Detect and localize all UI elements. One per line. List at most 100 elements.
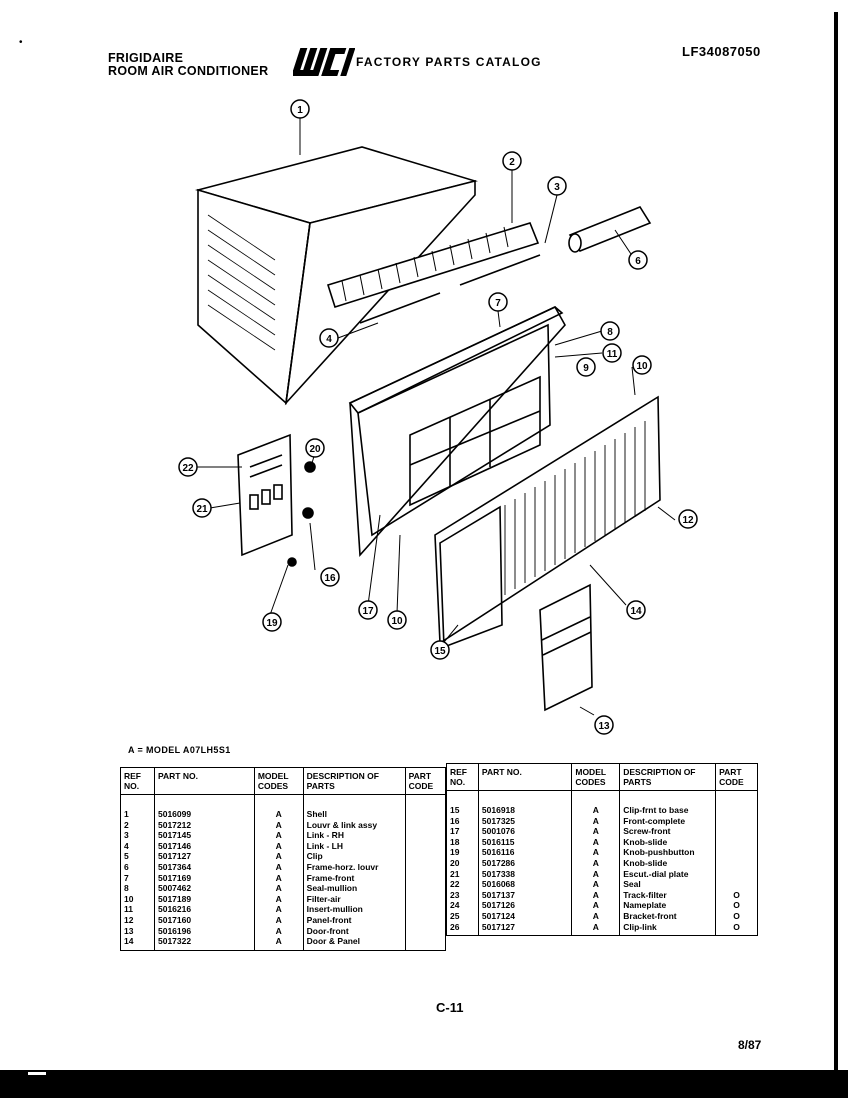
model-code-cell: A bbox=[253, 872, 304, 884]
louver-assembly bbox=[326, 222, 540, 309]
callout-19: 19 bbox=[262, 612, 282, 632]
part-no-cell: 5017146 bbox=[153, 840, 255, 852]
part-code-cell bbox=[404, 809, 447, 820]
ref-no-cell: 13 bbox=[120, 925, 155, 937]
callout-17: 17 bbox=[358, 600, 378, 620]
catalog-title: FACTORY PARTS CATALOG bbox=[356, 55, 542, 69]
callout-13: 13 bbox=[594, 715, 614, 735]
callout-6: 6 bbox=[628, 250, 648, 270]
part-code-cell bbox=[404, 851, 447, 862]
part-code-cell: O bbox=[715, 910, 758, 922]
col-model-codes: MODEL CODES bbox=[253, 767, 304, 795]
svg-text:13: 13 bbox=[598, 721, 610, 732]
col-part-code: PART CODE bbox=[715, 763, 758, 791]
description-cell: Clip bbox=[302, 851, 406, 862]
svg-text:10: 10 bbox=[636, 361, 648, 372]
scan-dot: • bbox=[19, 37, 23, 48]
part-code-cell bbox=[715, 879, 758, 890]
callout-2: 2 bbox=[502, 151, 522, 171]
ref-no-cell: 8 bbox=[120, 883, 155, 894]
ref-no-cell: 24 bbox=[446, 900, 479, 911]
ref-no-cell: 21 bbox=[446, 868, 479, 880]
ref-no-cell: 22 bbox=[446, 879, 479, 890]
part-no-cell: 5001076 bbox=[477, 826, 573, 837]
part-no-cell: 5017322 bbox=[153, 936, 255, 951]
part-code-cell bbox=[404, 830, 447, 841]
callout-22: 22 bbox=[178, 457, 198, 477]
part-no-cell: 5016196 bbox=[153, 925, 255, 937]
callout-labels: 1 2 3 4 6 7 8 11 9 10 12 14 13 15 17 10 … bbox=[178, 99, 698, 735]
part-code-cell bbox=[715, 815, 758, 827]
callout-3: 3 bbox=[547, 176, 567, 196]
part-code-cell: O bbox=[715, 889, 758, 901]
ref-no-cell: 15 bbox=[446, 805, 479, 816]
callout-12: 12 bbox=[678, 509, 698, 529]
part-no-cell: 5017126 bbox=[477, 900, 573, 911]
col-part-no: PART NO. bbox=[153, 767, 255, 795]
model-code-cell: A bbox=[571, 921, 621, 937]
svg-text:21: 21 bbox=[196, 504, 208, 515]
part-code-cell bbox=[715, 847, 758, 858]
ref-no-cell: 14 bbox=[120, 936, 155, 951]
scan-bottom-edge bbox=[0, 1070, 848, 1098]
catalog-number: LF34087050 bbox=[682, 44, 761, 59]
description-cell: Shell bbox=[302, 809, 406, 820]
part-code-cell bbox=[715, 868, 758, 880]
svg-text:11: 11 bbox=[607, 349, 618, 360]
model-code-cell: A bbox=[253, 925, 304, 937]
description-cell: Louvr & link assy bbox=[302, 819, 406, 831]
part-no-cell: 5017160 bbox=[153, 914, 255, 926]
part-no-cell: 5017189 bbox=[153, 893, 255, 905]
ref-no-cell: 25 bbox=[446, 910, 479, 922]
part-no-cell: 5016099 bbox=[153, 809, 255, 820]
part-no-cell: 5017325 bbox=[477, 815, 573, 827]
ref-no-cell: 7 bbox=[120, 872, 155, 884]
part-code-cell bbox=[715, 805, 758, 816]
description-cell: Door-front bbox=[302, 925, 406, 937]
ref-no-cell: 6 bbox=[120, 861, 155, 873]
model-code-cell: A bbox=[571, 826, 621, 837]
ref-no-cell: 18 bbox=[446, 836, 479, 848]
part-code-cell bbox=[715, 836, 758, 848]
part-no-cell: 5017286 bbox=[477, 857, 573, 869]
svg-text:22: 22 bbox=[182, 463, 194, 474]
callout-1: 1 bbox=[290, 99, 310, 119]
page-number: C-11 bbox=[436, 1000, 464, 1015]
part-no-cell: 5016068 bbox=[477, 879, 573, 890]
part-no-cell: 5016216 bbox=[153, 904, 255, 915]
ref-no-cell: 1 bbox=[120, 809, 155, 820]
description-cell: Clip-frnt to base bbox=[619, 805, 717, 816]
model-code-cell: A bbox=[571, 836, 621, 848]
model-code-cell: A bbox=[571, 910, 621, 922]
svg-text:19: 19 bbox=[266, 618, 278, 629]
model-code-cell: A bbox=[571, 815, 621, 827]
parts-table-right: REF NO. PART NO. MODEL CODES DESCRIPTION… bbox=[446, 763, 758, 937]
callout-8: 8 bbox=[600, 321, 620, 341]
part-code-cell bbox=[404, 883, 447, 894]
svg-text:3: 3 bbox=[554, 182, 560, 193]
part-code-cell bbox=[404, 904, 447, 915]
front-frame bbox=[348, 305, 566, 557]
part-no-cell: 5017212 bbox=[153, 819, 255, 831]
callout-21: 21 bbox=[192, 498, 212, 518]
svg-text:16: 16 bbox=[324, 573, 336, 584]
part-no-cell: 5016115 bbox=[477, 836, 573, 848]
model-code-cell: A bbox=[571, 805, 621, 816]
part-code-cell: O bbox=[715, 921, 758, 937]
model-code-cell: A bbox=[253, 809, 304, 820]
ref-no-cell: 12 bbox=[120, 914, 155, 926]
description-cell: Escut.-dial plate bbox=[619, 868, 717, 880]
part-no-cell: 5017137 bbox=[477, 889, 573, 901]
